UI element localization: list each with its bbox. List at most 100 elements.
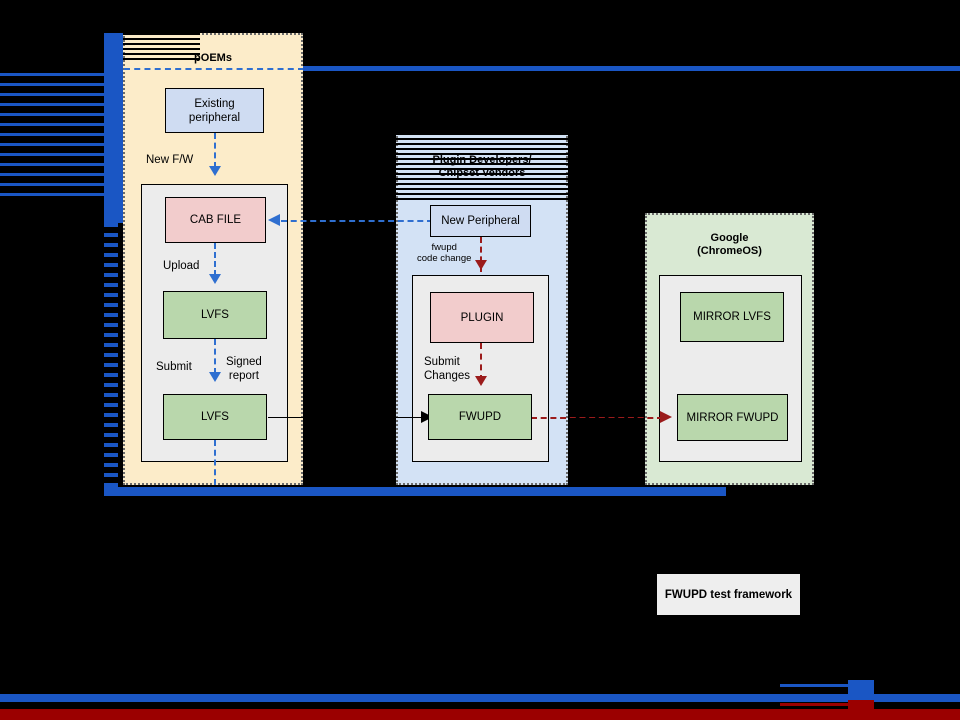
glitch-scanline [568, 233, 645, 235]
arrowhead-fwupd-to-mirror-fwupd [660, 411, 672, 423]
glitch-scanline [568, 453, 645, 455]
glitch-scanline [303, 133, 568, 135]
arrowhead-plugin-to-fwupd [475, 376, 487, 386]
glitch-scanline [814, 278, 960, 280]
glitch-scanline [325, 428, 395, 437]
glitch-scanline [0, 388, 104, 390]
glitch-scanline [814, 238, 960, 240]
glitch-scanline [0, 318, 104, 320]
glitch-scanline [0, 313, 104, 315]
glitch-scanline [814, 218, 960, 220]
glitch-scanline [814, 428, 960, 430]
node-existing-peripheral[interactable]: Existing peripheral [165, 88, 264, 133]
glitch-scanline [568, 238, 645, 240]
label-signed-report: Signed report [226, 356, 262, 382]
node-lvfs-submit[interactable]: LVFS [163, 394, 267, 440]
glitch-scanline [303, 323, 396, 325]
glitch-scanline [0, 248, 104, 250]
glitch-scanline [303, 363, 396, 365]
glitch-scanline [814, 308, 960, 310]
node-cab-file[interactable]: CAB FILE [165, 197, 266, 243]
glitch-scanline [303, 198, 568, 200]
glitch-scanline [814, 458, 960, 460]
glitch-scanline [303, 173, 568, 175]
node-lvfs-upload[interactable]: LVFS [163, 291, 267, 339]
node-new-peripheral[interactable]: New Peripheral [430, 205, 531, 237]
glitch-scanline [814, 433, 960, 435]
glitch-scanline [0, 123, 104, 126]
glitch-scanline [0, 338, 104, 340]
glitch-scanline [303, 478, 396, 480]
glitch-scanline [0, 163, 104, 166]
glitch-scanline [814, 183, 960, 185]
glitch-scanline [303, 473, 396, 475]
glitch-scanline [303, 458, 396, 460]
glitch-scanline [0, 353, 104, 355]
glitch-scanline [568, 268, 645, 270]
glitch-scanline [303, 263, 396, 265]
node-fwupd[interactable]: FWUPD [428, 394, 532, 440]
glitch-scanline [0, 418, 104, 420]
glitch-scanline [568, 388, 645, 390]
glitch-scanline [0, 468, 104, 470]
edge-cab-to-lvfs [214, 243, 216, 276]
glitch-scanline [814, 468, 960, 470]
glitch-scanline [814, 418, 960, 420]
glitch-scanline [814, 133, 960, 135]
glitch-scanline [814, 88, 960, 90]
glitch-scanline [0, 398, 104, 400]
glitch-scanline [0, 328, 104, 330]
glitch-scanline [303, 298, 396, 300]
glitch-scanline [568, 313, 645, 315]
glitch-scanline [568, 463, 645, 465]
glitch-scanline [568, 483, 645, 485]
glitch-scanline [303, 248, 396, 250]
glitch-scanline [104, 423, 118, 427]
glitch-scanline [0, 383, 104, 385]
glitch-scanline [303, 148, 568, 150]
edge-newperipheral-to-plugin [480, 237, 482, 272]
node-mirror-lvfs[interactable]: MIRROR LVFS [680, 292, 784, 342]
glitch-scanline [104, 293, 118, 297]
glitch-scanline [814, 128, 960, 130]
glitch-scanline [814, 193, 960, 195]
glitch-scanline [104, 343, 118, 347]
glitch-scanline [0, 188, 104, 190]
glitch-scanline [0, 118, 104, 120]
node-plugin[interactable]: PLUGIN [430, 292, 534, 343]
glitch-scanline [303, 188, 568, 190]
glitch-scanline [0, 333, 104, 335]
glitch-scanline [0, 178, 104, 180]
glitch-scanline [814, 78, 960, 80]
glitch-scanline [0, 478, 104, 480]
glitch-scanline [568, 88, 645, 90]
fwupd-test-framework-box: FWUPD test framework [657, 574, 800, 615]
glitch-scanline [568, 298, 645, 300]
glitch-bar-blue-mid [104, 487, 726, 496]
glitch-scanline [0, 343, 104, 345]
glitch-scanline [814, 318, 960, 320]
glitch-scanline [104, 283, 118, 287]
group-google-title: Google (ChromeOS) [697, 232, 762, 257]
glitch-scanline [0, 283, 104, 285]
glitch-scanline [0, 258, 104, 260]
glitch-scanline [814, 123, 960, 125]
glitch-scanline [814, 108, 960, 110]
glitch-scanline [814, 253, 960, 255]
glitch-scanline [303, 138, 568, 140]
glitch-scanline [303, 118, 568, 120]
glitch-scanline [568, 478, 645, 480]
glitch-scanline [814, 333, 960, 335]
glitch-scanline [568, 338, 645, 340]
glitch-scanline [303, 108, 568, 110]
glitch-scanline [0, 358, 104, 360]
glitch-scanline [568, 323, 645, 325]
glitch-scanline [814, 98, 960, 100]
node-mirror-fwupd[interactable]: MIRROR FWUPD [677, 394, 788, 441]
glitch-scanline [0, 103, 104, 106]
glitch-scanline [303, 63, 960, 65]
glitch-scanline [568, 348, 645, 350]
glitch-scanline [814, 168, 960, 170]
glitch-scanline [104, 313, 118, 317]
